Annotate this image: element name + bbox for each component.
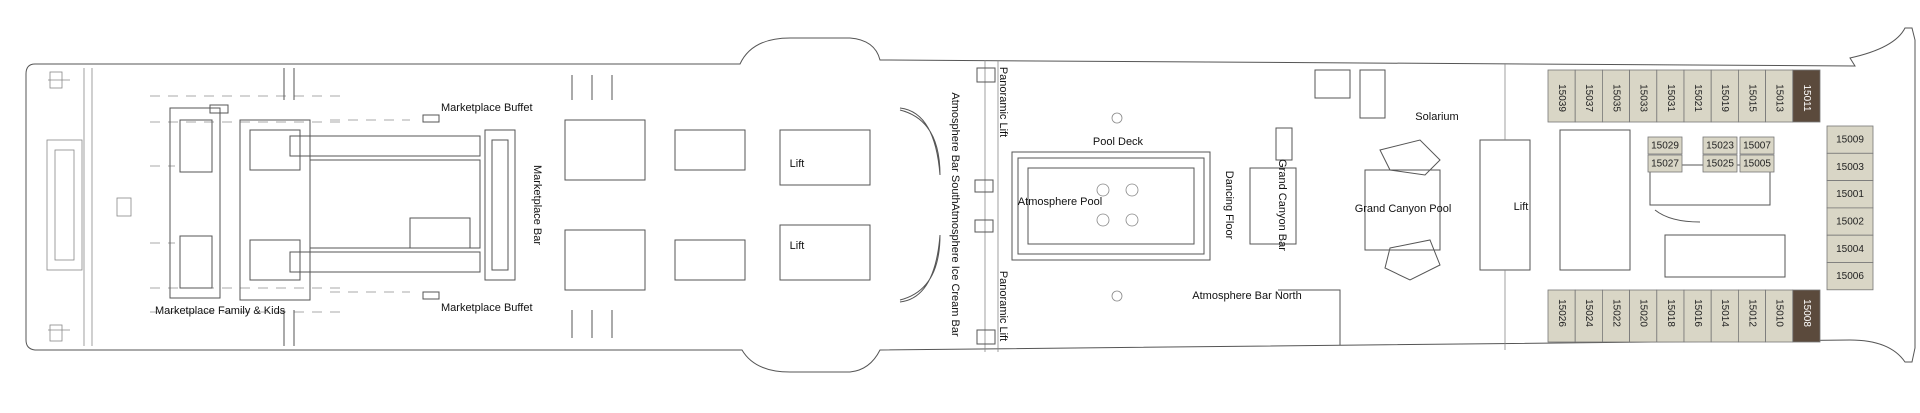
marketplace-buffet-top-label: Marketplace Buffet xyxy=(441,102,533,114)
hull-outline xyxy=(25,27,1916,373)
cabins-bottom-row: 15026 15024 15022 15020 15018 15016 15014 15012… xyxy=(1547,289,1821,343)
cabin-number: 15026 xyxy=(1556,299,1567,327)
cabin-cell xyxy=(1656,69,1685,123)
cabin-number: 15003 xyxy=(1836,162,1864,173)
cabins-inner-block: 15029 15023 15007 15027 15025 15005 xyxy=(1647,136,1775,173)
atmosphere-ice-cream-bar-label: Atmosphere Ice Cream Bar xyxy=(949,203,961,337)
atmosphere-bar-south-text: Atmosphere Bar South xyxy=(949,92,961,203)
cabin-cell xyxy=(1792,289,1821,343)
cabin-number: 15027 xyxy=(1651,159,1679,170)
cabin-number: 15015 xyxy=(1746,84,1757,112)
cabin-number: 15024 xyxy=(1583,299,1594,327)
cabin-number: 15013 xyxy=(1774,84,1785,112)
cabin-cell xyxy=(1547,69,1576,123)
cabin-number: 15023 xyxy=(1706,141,1734,152)
marketplace-family-kids-label: Marketplace Family & Kids xyxy=(155,305,286,317)
cabin-number: 15021 xyxy=(1692,84,1703,112)
dancing-floor-label: Dancing Floor xyxy=(1223,171,1235,240)
cabins-bow-column: 15009 15003 15001 15002 15004 15006 xyxy=(1826,125,1874,291)
lift-north-label: Lift xyxy=(1514,201,1529,213)
cabin-number: 15031 xyxy=(1665,84,1676,112)
cabin-number: 15022 xyxy=(1610,299,1621,327)
cabin-number: 15037 xyxy=(1583,84,1594,112)
panoramic-lift-top-label: Panoramic Lift xyxy=(997,67,1009,137)
lift-south-bottom-label: Lift xyxy=(790,240,805,252)
stern-area xyxy=(46,71,132,342)
grand-canyon-pool-label: Grand Canyon Pool xyxy=(1355,203,1452,215)
cabin-number: 15006 xyxy=(1836,271,1864,282)
cabin-cell xyxy=(1792,69,1821,123)
cabin-number: 15010 xyxy=(1774,299,1785,327)
cabin-cell xyxy=(1826,125,1874,154)
cabin-number: 15014 xyxy=(1719,299,1730,327)
solarium-label: Solarium xyxy=(1415,111,1458,123)
cabin-number: 15035 xyxy=(1610,84,1621,112)
cabin-number: 15020 xyxy=(1638,299,1649,327)
cabin-cell xyxy=(1738,289,1767,343)
cabin-cell xyxy=(1647,154,1683,173)
cabin-cell xyxy=(1738,69,1767,123)
atmosphere-bar-south-label: Atmosphere Bar South xyxy=(949,92,961,203)
marketplace-buffet-structure xyxy=(169,68,516,346)
cabin-number: 15001 xyxy=(1836,189,1864,200)
solarium-structure xyxy=(1249,64,1531,350)
cabin-cell xyxy=(1629,69,1658,123)
cabin-number: 15007 xyxy=(1743,141,1771,152)
pool-deck-label: Pool Deck xyxy=(1093,136,1144,148)
cabin-cell xyxy=(1739,154,1775,173)
cabin-cell xyxy=(1710,289,1739,343)
cabin-number: 15012 xyxy=(1746,299,1757,327)
cabin-number: 15002 xyxy=(1836,217,1864,228)
cabin-cell xyxy=(1602,289,1631,343)
pool-deck xyxy=(1011,112,1211,302)
atmosphere-ice-cream-bar-text: Atmosphere Ice Cream Bar xyxy=(949,203,961,337)
cabin-cell xyxy=(1826,207,1874,236)
cabin-cell xyxy=(1629,289,1658,343)
cabin-cell xyxy=(1739,136,1775,155)
cabin-cell xyxy=(1765,289,1794,343)
cabin-number: 15005 xyxy=(1743,159,1771,170)
cabin-cell xyxy=(1826,180,1874,209)
cabin-cell xyxy=(1826,152,1874,182)
cabin-number: 15018 xyxy=(1665,299,1676,327)
cabin-cell xyxy=(1702,136,1738,155)
cabin-number: 15025 xyxy=(1706,159,1734,170)
cabin-number: 15011 xyxy=(1801,84,1812,112)
cabin-number: 15008 xyxy=(1801,299,1812,327)
cabin-number: 15029 xyxy=(1651,141,1679,152)
cabin-number: 15009 xyxy=(1836,135,1864,146)
panoramic-lift-bottom-label: Panoramic Lift xyxy=(997,271,1009,341)
cabin-number: 15039 xyxy=(1556,84,1567,112)
cabin-cell xyxy=(1702,154,1738,173)
cabin-cell xyxy=(1656,289,1685,343)
cabin-number: 15033 xyxy=(1638,84,1649,112)
atmosphere-pool-label: Atmosphere Pool xyxy=(1018,196,1102,208)
marketplace-buffet-bottom-label: Marketplace Buffet xyxy=(441,302,533,314)
marketplace-bar-label: Marketplace Bar xyxy=(531,165,543,245)
cabin-cell xyxy=(1683,69,1712,123)
cabins-top-row: 15039 15037 15035 15033 15031 15021 15019 15015… xyxy=(1547,69,1821,123)
cabin-cell xyxy=(1547,289,1576,343)
cabin-cell xyxy=(1710,69,1739,123)
cabin-cell xyxy=(1826,262,1874,291)
cabin-cell xyxy=(1647,136,1683,155)
cabin-number: 15019 xyxy=(1719,84,1730,112)
cabin-number: 15016 xyxy=(1692,299,1703,327)
cabin-number: 15004 xyxy=(1836,244,1864,255)
atmosphere-bar-north-label: Atmosphere Bar North xyxy=(1192,290,1301,302)
cabin-cell xyxy=(1765,69,1794,123)
grand-canyon-bar-label: Grand Canyon Bar xyxy=(1276,159,1288,251)
lift-south-top-label: Lift xyxy=(790,158,805,170)
cabin-cell xyxy=(1574,69,1603,123)
midship-structure xyxy=(564,60,999,352)
marketplace-seating xyxy=(150,95,410,313)
